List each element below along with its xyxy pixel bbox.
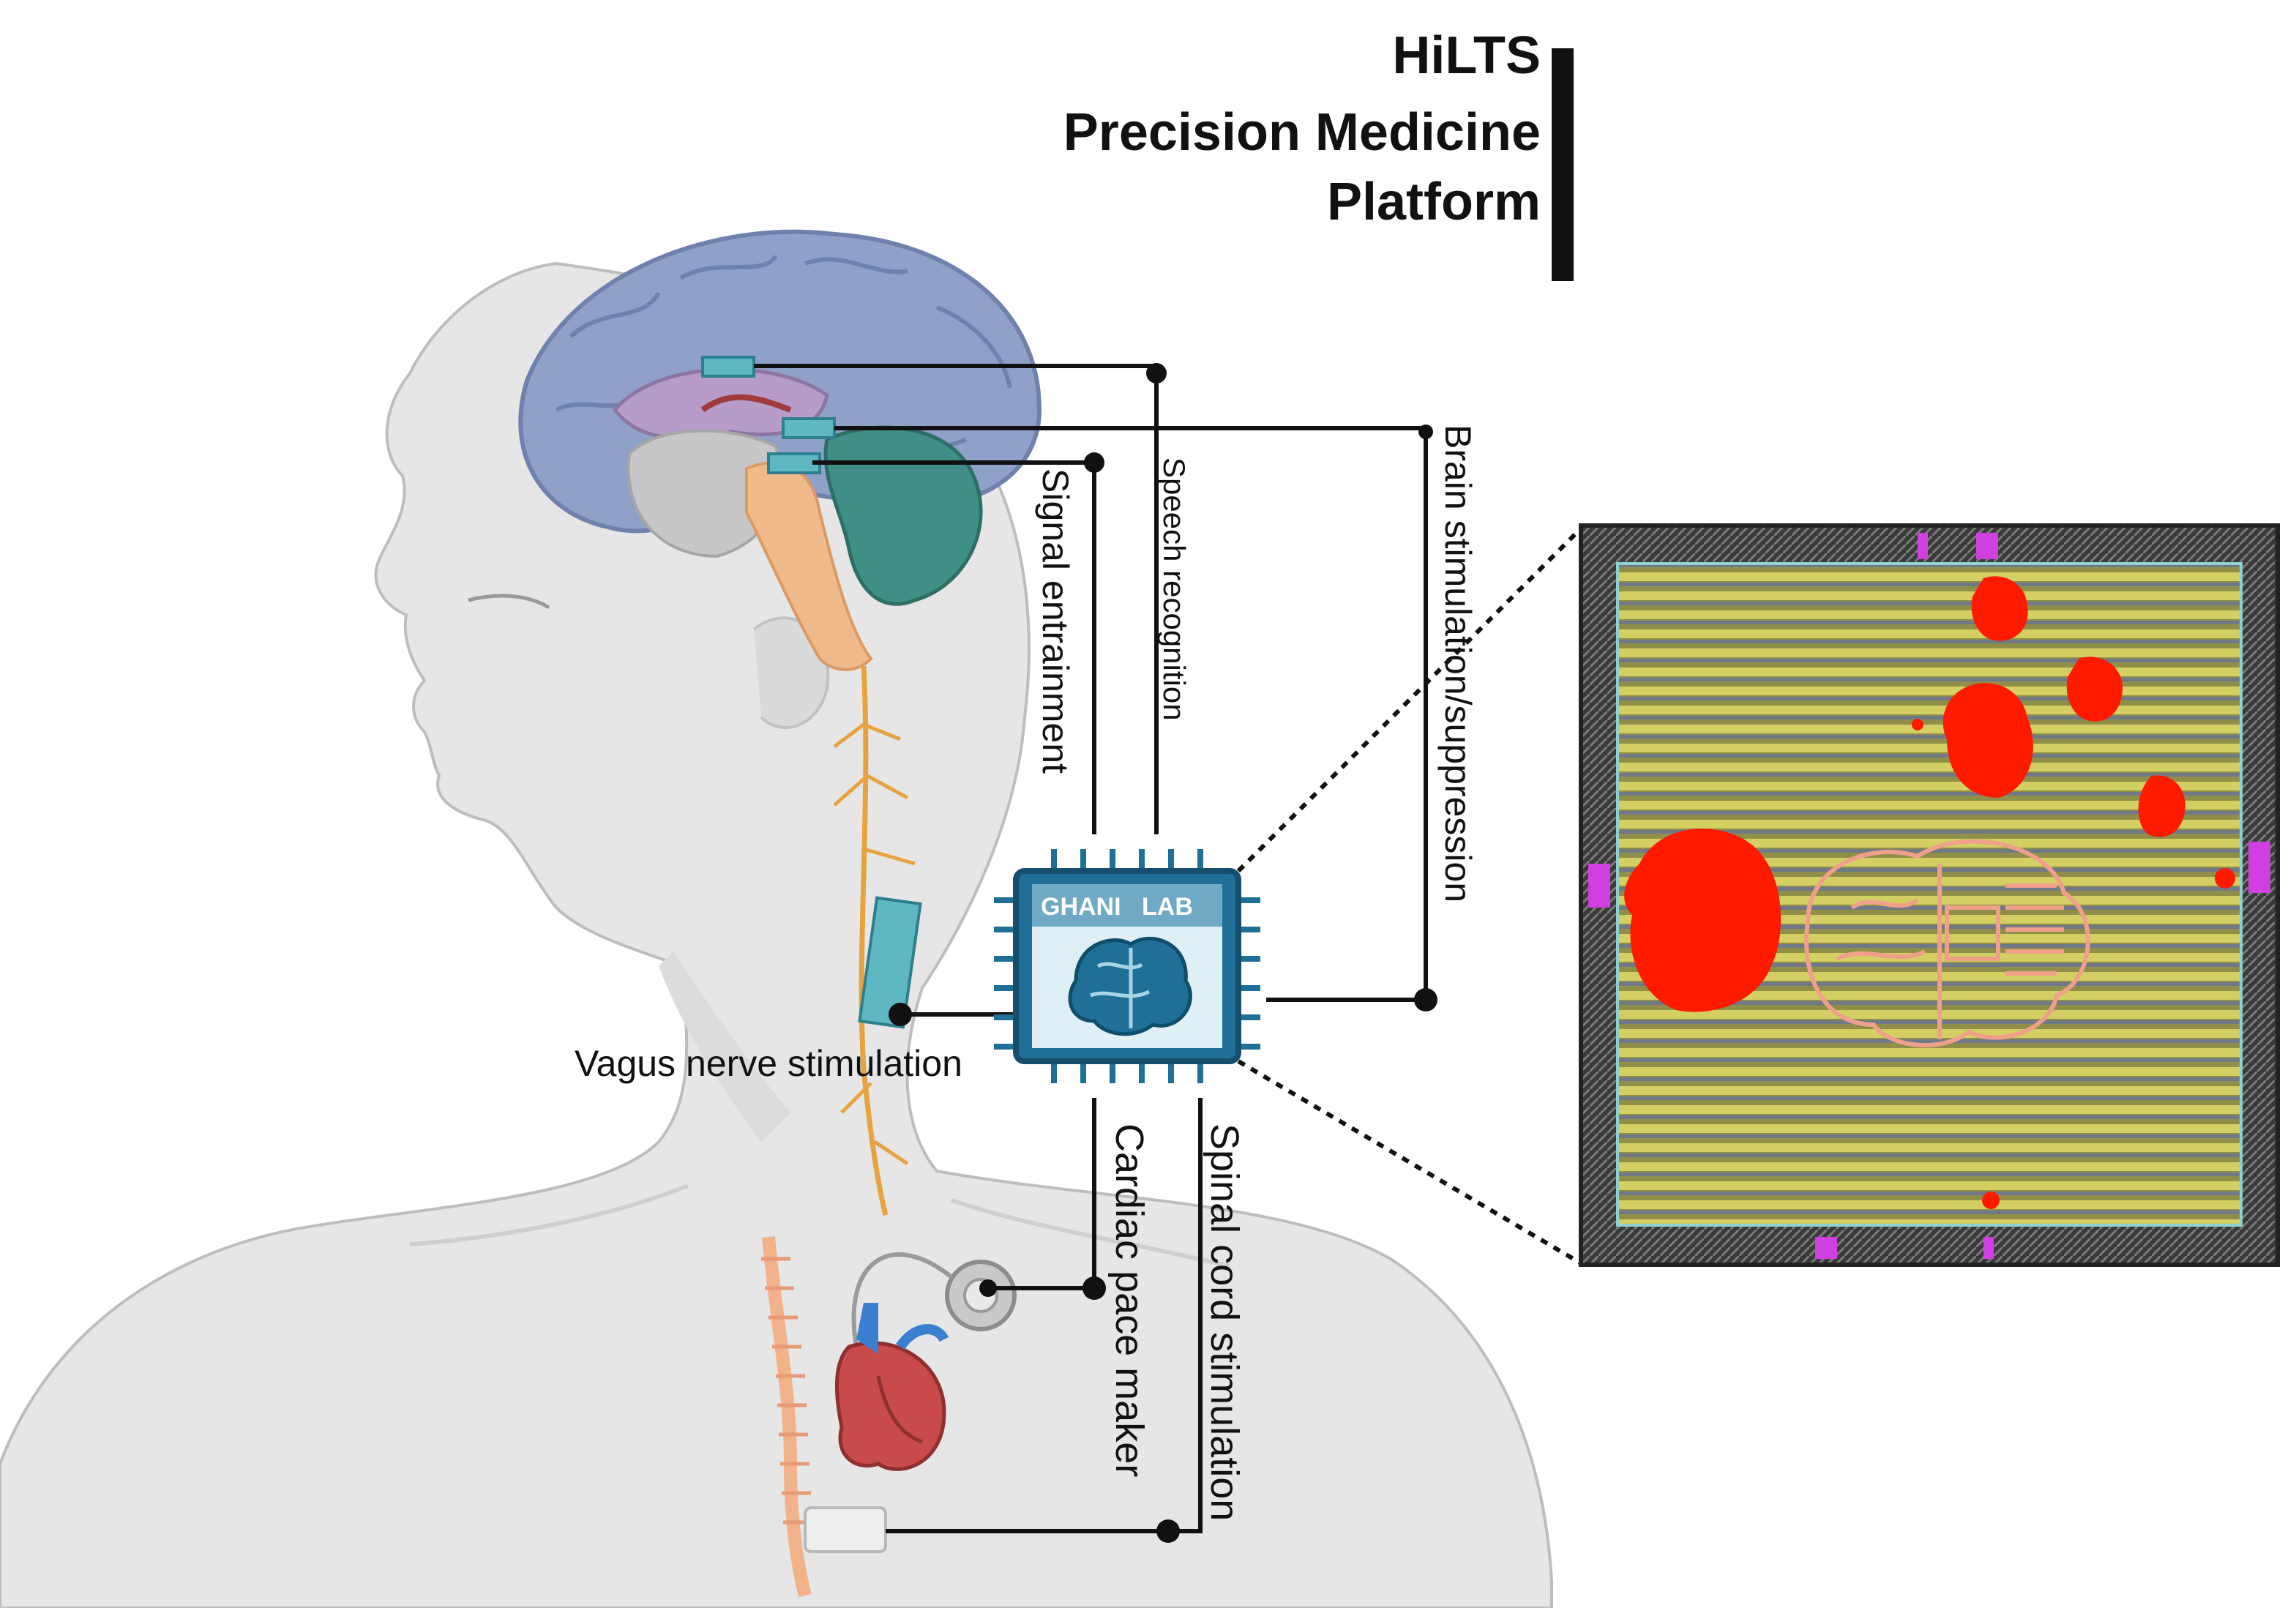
chip-label-right: LAB bbox=[1142, 893, 1193, 921]
hippocampus-line bbox=[700, 394, 792, 413]
deep-brain-electrode-3 bbox=[767, 452, 821, 474]
layout-pads bbox=[1588, 533, 2270, 1259]
pacemaker-lead bbox=[851, 1252, 953, 1347]
chip-brain-icon bbox=[1068, 936, 1192, 1036]
header-line-2: Precision Medicine bbox=[1063, 103, 1541, 162]
human-silhouette bbox=[0, 261, 1553, 1608]
header-line-1: HiLTS bbox=[1392, 26, 1541, 85]
connection-labels: Signal entrainment Speech recognition Br… bbox=[575, 425, 1478, 1521]
spinal-ticks bbox=[761, 1257, 812, 1525]
heart-icon bbox=[835, 1303, 949, 1471]
collarbone-right bbox=[951, 1198, 1230, 1268]
head-neck-shoulders-body bbox=[0, 261, 1553, 1608]
label-speech-recognition: Speech recognition bbox=[1157, 457, 1192, 721]
chip-label-left: GHANI bbox=[1041, 893, 1121, 921]
zoom-lines bbox=[1236, 526, 1583, 1265]
neck-front-shade bbox=[659, 951, 790, 1142]
cerebrum-gyri bbox=[555, 255, 1012, 463]
connection-dots bbox=[889, 363, 1437, 1543]
brain-anatomy bbox=[518, 229, 1042, 671]
label-signal-entrainment: Signal entrainment bbox=[1035, 468, 1076, 774]
brainstem bbox=[745, 461, 873, 671]
chip-layout-die bbox=[1579, 523, 2280, 1267]
header-bar bbox=[1552, 48, 1574, 281]
label-spinal-cord: Spinal cord stimulation bbox=[1203, 1123, 1246, 1521]
vagus-electrode bbox=[858, 896, 922, 1029]
spinal-electrode bbox=[804, 1506, 887, 1553]
header-title: HiLTS Precision Medicine Platform bbox=[1063, 26, 1574, 281]
implants bbox=[701, 356, 1017, 1553]
nerve-branches bbox=[833, 722, 916, 1166]
layout-brain-outline bbox=[1804, 839, 2090, 1048]
ear bbox=[752, 616, 830, 730]
label-vagus-nerve: Vagus nerve stimulation bbox=[575, 1043, 962, 1084]
label-cardiac-pacemaker: Cardiac pace maker bbox=[1107, 1123, 1151, 1477]
collarbone-left bbox=[409, 1183, 689, 1246]
closed-eye bbox=[468, 594, 550, 610]
chip-pins bbox=[994, 849, 1260, 1083]
layout-hotspots bbox=[1624, 576, 2235, 1209]
deep-brain-electrode-1 bbox=[701, 356, 755, 378]
cerebellum bbox=[823, 425, 983, 606]
microchip-icon: GHANI LAB bbox=[994, 849, 1260, 1083]
header-line-3: Platform bbox=[1327, 173, 1541, 231]
deep-brain-electrode-2 bbox=[782, 417, 836, 439]
label-brain-stimulation: Brain stimulation/suppression bbox=[1437, 425, 1478, 902]
spinal-column bbox=[762, 1236, 812, 1598]
